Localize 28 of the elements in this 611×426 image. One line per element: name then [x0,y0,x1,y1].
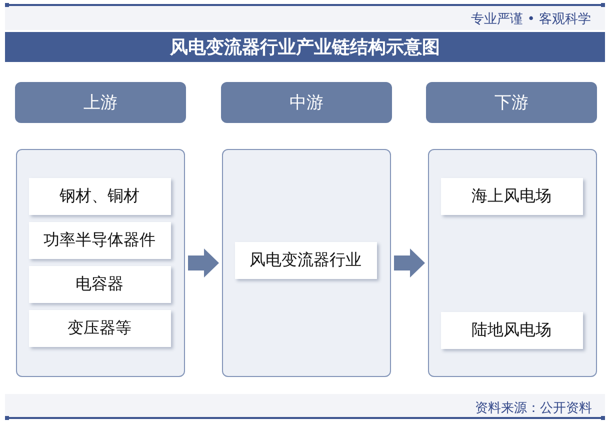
stage-panel [222,149,391,377]
item-box [440,312,582,348]
source-note: 资料来源：公开资料 [475,400,592,417]
arrow [394,248,425,278]
stage-header [15,82,186,123]
item-label: 电容器 [76,274,124,294]
item-label: 风电变流器行业 [250,250,362,270]
item-box [440,178,582,214]
stage-label: 下游 [494,92,528,114]
item-label: 功率半导体器件 [44,230,156,250]
stage-header [221,82,392,123]
item-box [28,178,170,214]
item-label: 海上风电场 [472,186,552,206]
stage-label: 中游 [290,92,324,114]
stage-panel [428,149,597,377]
item-label: 钢材、铜材 [60,186,140,206]
slogan-text: 专业严谨 • 客观科学 [471,11,591,28]
title: 风电变流器行业产业链结构示意图 [170,36,440,59]
stage-panel [16,149,185,377]
item-box [28,222,170,258]
stage-label: 上游 [84,92,118,114]
item-label: 陆地风电场 [472,320,552,340]
item-box [28,266,170,302]
item-label: 变压器等 [68,318,132,338]
item-box [28,310,170,346]
item-box [234,242,376,278]
arrow [188,248,219,278]
stage-header [426,82,597,123]
